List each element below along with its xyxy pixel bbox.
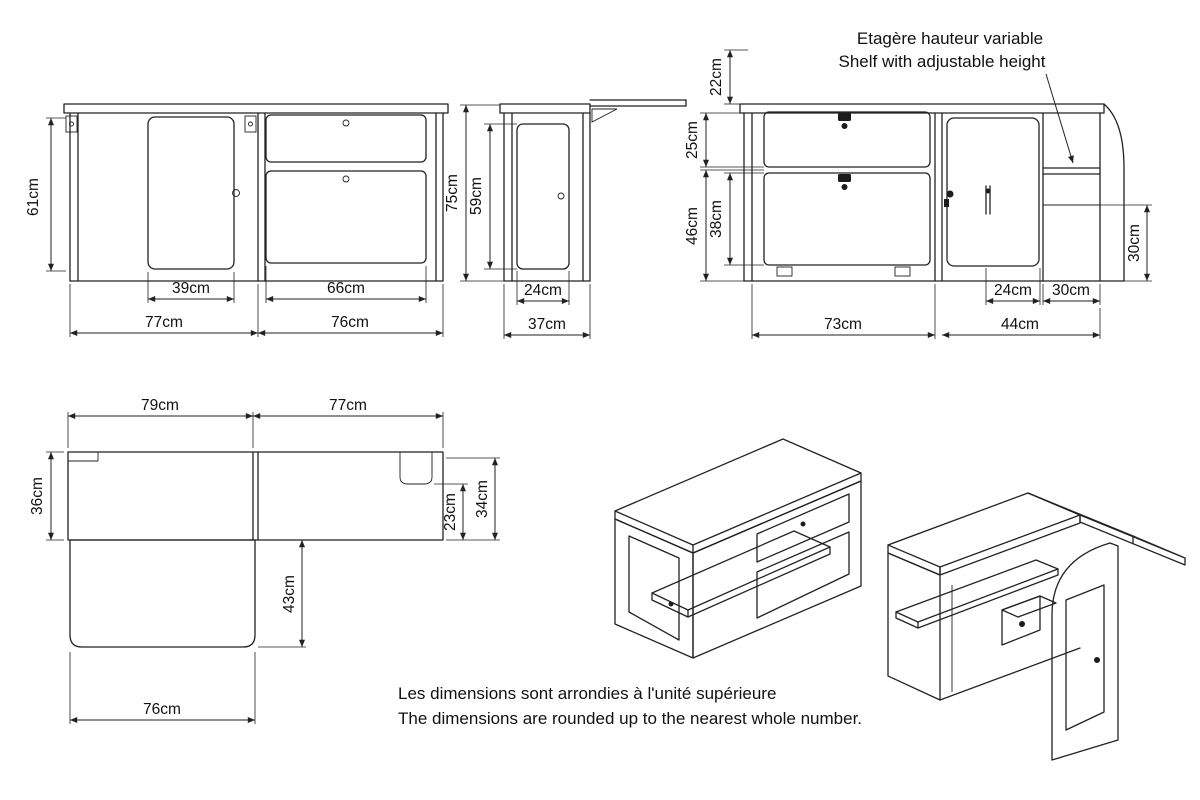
front-door: [147, 116, 235, 270]
curved-side-panel: [1103, 103, 1125, 282]
dim-side-total-depth: 37cm: [528, 316, 566, 333]
note-en: The dimensions are rounded up to the nea…: [398, 709, 862, 728]
dim-front-door-width: 39cm: [172, 280, 210, 297]
dim-back-upper-drawer: 25cm: [684, 121, 701, 159]
plan-notch: [399, 452, 433, 485]
dim-side-total-height: 75cm: [444, 174, 461, 212]
isometric-view-left: [614, 438, 862, 659]
plan-view-drawing: 79cm 77cm 36cm 23cm 34cm 43cm 76cm: [29, 397, 500, 724]
latch-icon: [838, 113, 851, 121]
dim-plan-table-width: 76cm: [143, 701, 181, 718]
dim-plan-right-depth: 34cm: [474, 480, 491, 518]
shelf-annotation-fr: Etagère hauteur variable: [857, 29, 1043, 48]
side-door: [516, 123, 570, 270]
isometric-view-right: [887, 492, 1186, 761]
back-drawer-bottom: [763, 172, 931, 266]
dim-back-lower-drawer: 38cm: [708, 200, 725, 238]
dim-front-height: 61cm: [25, 178, 42, 216]
iso-opening: [756, 531, 850, 619]
door-knob-icon: [557, 192, 565, 200]
front-drawer-bottom: [265, 170, 427, 264]
shelf-annotation-en: Shelf with adjustable height: [839, 52, 1046, 71]
folded-table-outline: [69, 539, 256, 648]
dim-front-drawers-width: 66cm: [327, 280, 365, 297]
flap-bracket-icon: [591, 108, 618, 123]
dim-plan-left-width: 79cm: [141, 397, 179, 414]
iso-drawer: [756, 493, 850, 563]
front-view-drawing: 61cm 39cm 66cm 77cm 76cm: [25, 103, 449, 337]
back-door: [946, 117, 1040, 267]
note-fr: Les dimensions sont arrondies à l'unité …: [398, 684, 776, 703]
annotation-arrow-icon: [1045, 73, 1074, 164]
hinge-icon: [65, 115, 257, 133]
dim-plan-right-width: 77cm: [329, 397, 367, 414]
dim-plan-table-depth: 43cm: [281, 575, 298, 613]
front-drawer-top: [265, 114, 427, 163]
iso-shelf: [895, 559, 1059, 623]
door-knob-icon: [1094, 657, 1100, 663]
dim-side-door-depth: 24cm: [524, 282, 562, 299]
dim-back-top-offset: 22cm: [708, 58, 725, 96]
dim-back-shelf-depth: 24cm: [994, 282, 1032, 299]
door-latch-icon: [946, 190, 954, 198]
dim-front-right-width: 76cm: [331, 314, 369, 331]
back-drawer-top: [763, 111, 931, 168]
dim-back-side-shelf-width: 30cm: [1052, 282, 1090, 299]
side-view-drawing: 75cm 59cm 24cm 37cm: [444, 99, 687, 339]
latch-icon: [838, 174, 851, 182]
dim-back-shelf-height: 30cm: [1126, 224, 1143, 262]
door-knob-icon: [232, 189, 240, 197]
dim-back-door-section-width: 44cm: [1001, 316, 1039, 333]
dimension-note: Les dimensions sont arrondies à l'unité …: [398, 684, 862, 728]
iso-panel-door: [1065, 584, 1105, 731]
dim-back-lower-section: 46cm: [684, 207, 701, 245]
dim-side-door-height: 59cm: [468, 177, 485, 215]
dim-front-left-width: 77cm: [145, 314, 183, 331]
dim-plan-notch-depth: 23cm: [442, 493, 459, 531]
dim-back-drawers-width: 73cm: [824, 316, 862, 333]
iso-door: [628, 535, 680, 641]
iso-curved-panel: [1051, 542, 1119, 761]
dim-plan-left-depth: 36cm: [29, 477, 46, 515]
back-view-drawing: Etagère hauteur variable Shelf with adju…: [684, 29, 1152, 339]
